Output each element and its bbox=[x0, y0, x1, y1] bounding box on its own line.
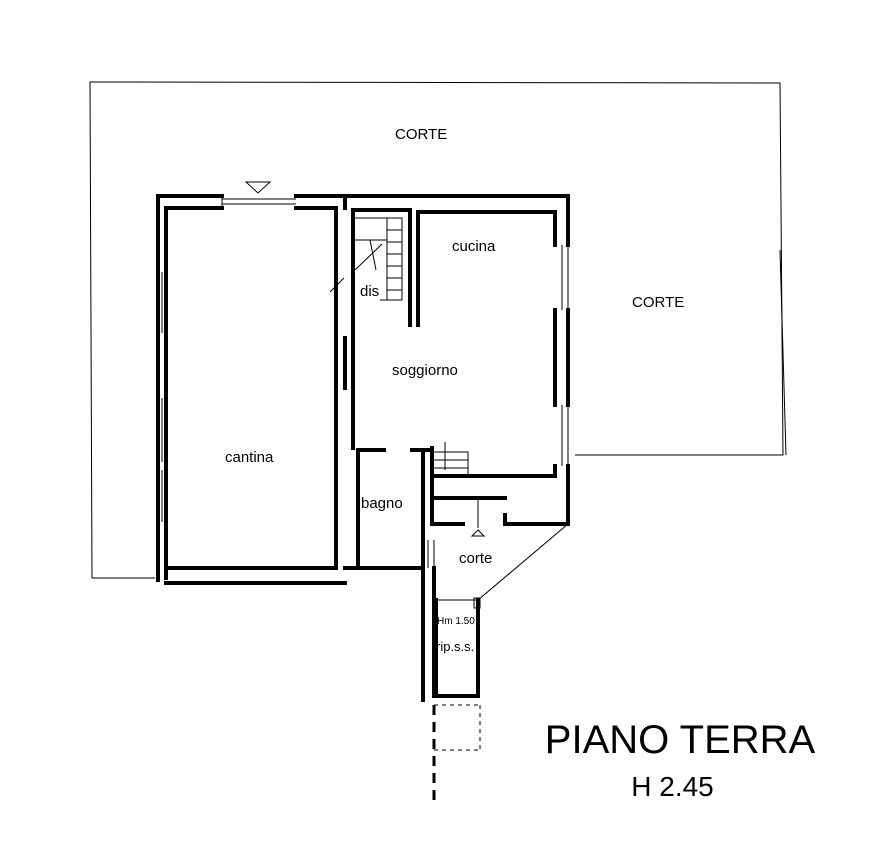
label-bagno: bagno bbox=[361, 495, 403, 512]
window-marker bbox=[244, 181, 272, 194]
label-hm: Hm 1.50 bbox=[437, 616, 475, 627]
stairs bbox=[353, 217, 469, 476]
label-soggiorno: soggiorno bbox=[392, 362, 458, 379]
label-rip: rip.s.s. bbox=[436, 639, 474, 654]
label-corte-small: corte bbox=[459, 550, 492, 567]
dashed-extension bbox=[432, 704, 481, 800]
label-cantina: cantina bbox=[225, 449, 274, 466]
main-block-walls bbox=[343, 194, 570, 528]
label-cucina: cucina bbox=[452, 238, 496, 255]
label-corte-right: CORTE bbox=[632, 294, 684, 311]
plan-title: PIANO TERRA bbox=[544, 718, 816, 762]
label-dis: dis bbox=[360, 283, 379, 300]
label-corte-top: CORTE bbox=[395, 126, 447, 143]
ripostiglio-walls bbox=[434, 597, 481, 698]
bagno-walls bbox=[343, 450, 425, 570]
small-corte-walls bbox=[421, 523, 569, 702]
courtyard-boundary bbox=[89, 81, 784, 579]
cantina-walls bbox=[156, 194, 347, 585]
plan-height: H 2.45 bbox=[631, 771, 714, 802]
